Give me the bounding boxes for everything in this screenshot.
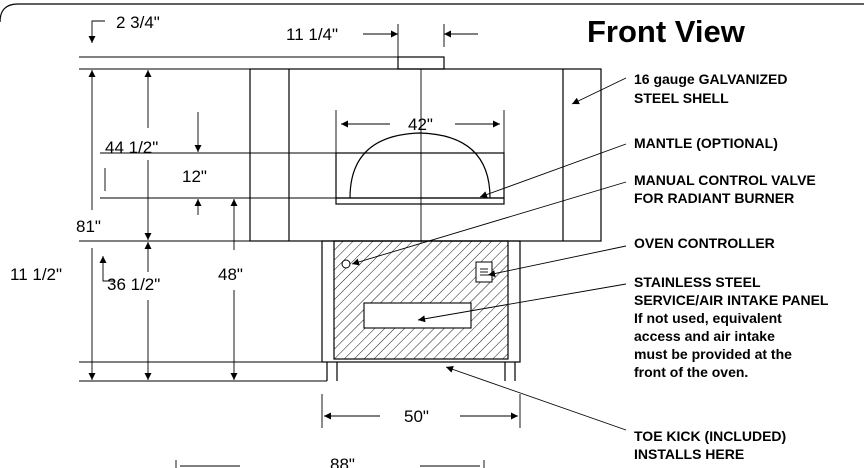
dim-11-1-4: 11 1/4" (286, 24, 478, 57)
svg-text:INSTALLS HERE: INSTALLS HERE (634, 446, 744, 462)
leader-panel (417, 283, 627, 323)
svg-text:50": 50" (404, 407, 429, 426)
dim-11-1-2: 11 1/2" (10, 256, 115, 284)
svg-text:44 1/2": 44 1/2" (105, 138, 158, 157)
svg-text:16 gauge GALVANIZED: 16 gauge GALVANIZED (634, 71, 788, 87)
dim-36-1-2: 36 1/2" (107, 242, 160, 380)
svg-text:2 3/4": 2 3/4" (116, 13, 160, 32)
callout-panel: STAINLESS STEEL SERVICE/AIR INTAKE PANEL… (634, 274, 829, 380)
svg-text:48": 48" (218, 265, 243, 284)
dim-44-1-2: 44 1/2" (105, 70, 158, 240)
svg-text:SERVICE/AIR INTAKE PANEL: SERVICE/AIR INTAKE PANEL (634, 292, 829, 308)
svg-text:81": 81" (76, 217, 101, 236)
dim-48: 48" (218, 199, 243, 380)
page-title: Front View (587, 14, 746, 49)
callout-valve: MANUAL CONTROL VALVE FOR RADIANT BURNER (634, 172, 816, 206)
oven-shell (249, 68, 602, 242)
legs (326, 362, 516, 381)
svg-text:11 1/2": 11 1/2" (10, 265, 62, 284)
svg-text:FOR RADIANT BURNER: FOR RADIANT BURNER (634, 190, 794, 206)
dim-2-3-4: 2 3/4" (79, 13, 398, 58)
svg-text:88": 88" (330, 455, 355, 468)
svg-text:36 1/2": 36 1/2" (107, 275, 160, 294)
svg-text:OVEN CONTROLLER: OVEN CONTROLLER (634, 235, 775, 251)
svg-text:access and air intake: access and air intake (634, 328, 775, 344)
svg-text:STEEL SHELL: STEEL SHELL (634, 90, 729, 106)
dim-12: 12" (104, 112, 207, 215)
mantle (335, 132, 505, 205)
stainless-steel-panel (321, 240, 521, 363)
flue (397, 56, 445, 70)
leader-toekick (445, 366, 627, 431)
air-intake-opening (363, 302, 472, 329)
leader-shell (571, 77, 627, 105)
callout-toekick: TOE KICK (INCLUDED) INSTALLS HERE (634, 428, 786, 462)
dim-81: 81" (76, 70, 101, 380)
leader-controller (487, 245, 627, 277)
leader-mantle (479, 143, 627, 198)
svg-text:MANTLE (OPTIONAL): MANTLE (OPTIONAL) (634, 135, 778, 151)
dim-50: 50" (321, 394, 521, 428)
control-valve-knob (341, 259, 351, 269)
svg-text:STAINLESS STEEL: STAINLESS STEEL (634, 274, 761, 290)
svg-text:front of the oven.: front of the oven. (634, 364, 748, 380)
svg-text:MANUAL CONTROL VALVE: MANUAL CONTROL VALVE (634, 172, 816, 188)
dim-42: 42" (335, 110, 505, 153)
callout-shell: 16 gauge GALVANIZED STEEL SHELL (634, 71, 788, 106)
svg-text:12": 12" (182, 167, 207, 186)
svg-text:42": 42" (408, 115, 433, 134)
svg-text:If not used, equivalent: If not used, equivalent (634, 310, 782, 326)
svg-text:must be provided at the: must be provided at the (634, 346, 792, 362)
svg-text:TOE KICK (INCLUDED): TOE KICK (INCLUDED) (634, 428, 786, 444)
svg-text:11 1/4": 11 1/4" (286, 25, 338, 44)
leader-valve (351, 181, 627, 266)
callout-controller: OVEN CONTROLLER (634, 235, 775, 251)
callout-mantle: MANTLE (OPTIONAL) (634, 135, 778, 151)
page-border (0, 3, 864, 23)
dim-88: 88" (175, 455, 485, 468)
